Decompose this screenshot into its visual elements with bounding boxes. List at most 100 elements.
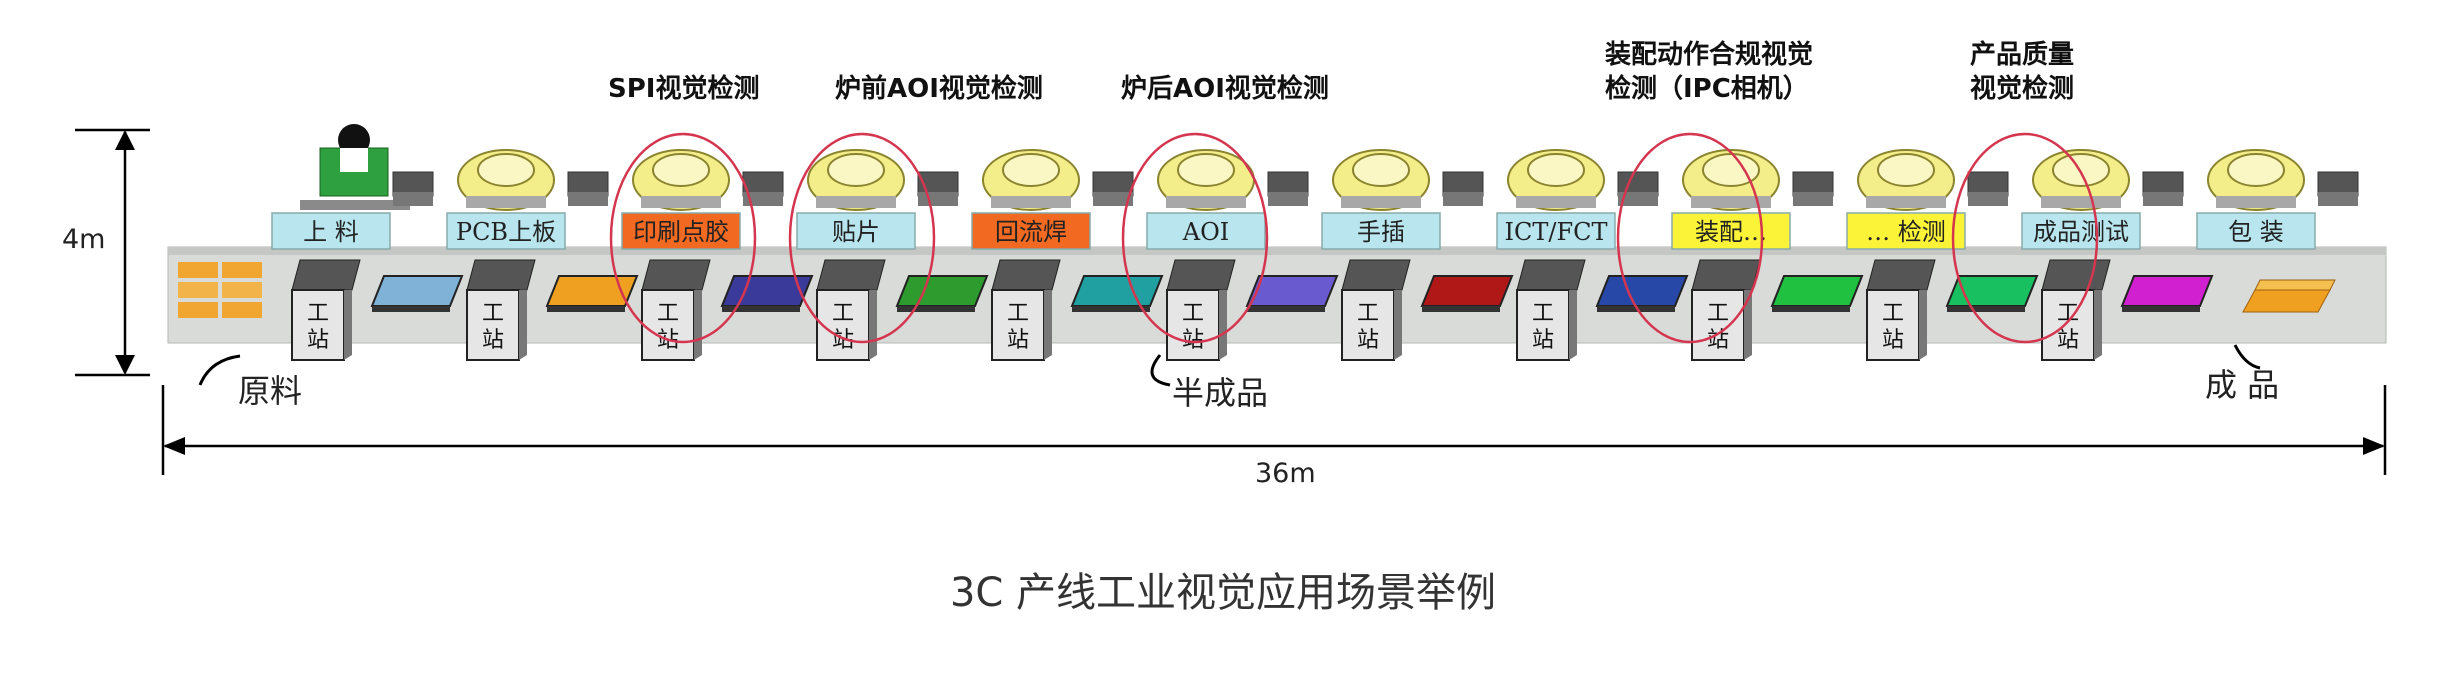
station-label: 回流焊 (995, 218, 1067, 246)
station-label: … 检测 (1866, 218, 1946, 246)
inspection-robot (2032, 149, 2130, 211)
workstation-label: 站 (1007, 328, 1029, 353)
inspection-robot (2207, 149, 2305, 211)
inspection-robot (807, 149, 905, 211)
pcb-board (720, 275, 814, 312)
pcb-board (1595, 275, 1689, 312)
pcb-board (1420, 275, 1514, 312)
workstation-label: 工 (2057, 301, 2079, 326)
callout-assembly: 装配动作合规视觉 检测（IPC相机） (1605, 38, 1813, 106)
monitor-stack (1267, 171, 1309, 206)
station-label: PCB上板 (456, 218, 556, 246)
inspection-highlight (1951, 132, 2099, 344)
inspection-robot (1507, 149, 1605, 211)
monitor-stack (2142, 171, 2184, 206)
callout-line: SPI视觉检测 (608, 74, 760, 104)
inspection-robot (457, 149, 555, 211)
pcb-board (370, 275, 464, 312)
workstation-label: 工 (657, 301, 679, 326)
workstation: 工站 (641, 259, 711, 361)
raw-material-label: 原料 (238, 372, 303, 410)
callout-quality: 产品质量 视觉检测 (1970, 38, 2074, 106)
workstation: 工站 (991, 259, 1061, 361)
height-label: 4m (62, 224, 106, 255)
monitor-stack (1967, 171, 2009, 206)
finished-product (2242, 279, 2336, 313)
workstation: 工站 (1866, 259, 1936, 361)
raw-arrow (198, 354, 241, 386)
callout-line: 炉前AOI视觉检测 (835, 74, 1043, 104)
station-label: 成品测试 (2033, 218, 2129, 246)
monitor-stack (567, 171, 609, 206)
inspection-robot (1857, 149, 1955, 211)
workstation: 工站 (466, 259, 536, 361)
workstation-label: 站 (1882, 328, 1904, 353)
workstation: 工站 (291, 259, 361, 361)
workstation-label: 工 (1357, 301, 1379, 326)
callout-line: 产品质量 (1970, 40, 2075, 70)
station-label: 上 料 (303, 218, 359, 246)
station-label: AOI (1182, 218, 1230, 246)
station-box (1846, 212, 1966, 250)
semi-finished-label: 半成品 (1172, 374, 1269, 412)
workstation-label: 工 (1532, 301, 1554, 326)
inspection-robot (1332, 149, 1430, 211)
callout-post-aoi: 炉后AOI视觉检测 (1121, 72, 1329, 106)
pcb-board (2120, 275, 2214, 312)
inspection-highlight (609, 132, 757, 344)
callout-line: 装配动作合规视觉 (1605, 40, 1814, 70)
station-label: ICT/FCT (1505, 218, 1608, 246)
workstation-label: 站 (1532, 328, 1554, 353)
workstation: 工站 (1341, 259, 1411, 361)
monitor-stack (917, 171, 959, 206)
station-label: 手插 (1357, 218, 1405, 246)
station-box (2021, 212, 2141, 250)
station-box (971, 212, 1091, 250)
callout-pre-aoi: 炉前AOI视觉检测 (835, 72, 1043, 106)
station-label: 包 装 (2228, 218, 2284, 246)
figure-caption: 3C 产线工业视觉应用场景举例 (949, 570, 1497, 616)
station-box (446, 212, 566, 250)
workstation-label: 工 (307, 301, 329, 326)
pcb-board (545, 275, 639, 312)
raw-material-stack (178, 262, 262, 318)
workstation: 工站 (1516, 259, 1586, 361)
workstation-label: 站 (2057, 328, 2079, 353)
semi-arrow (1150, 354, 1171, 387)
workstation-label: 站 (1357, 328, 1379, 353)
inspection-highlight (788, 132, 936, 344)
monitor-stack (2317, 171, 2359, 206)
monitor-stack (392, 171, 434, 206)
workstation-label: 工 (1707, 301, 1729, 326)
pcb-board (1245, 275, 1339, 312)
height-dimension (75, 128, 150, 377)
monitor-stack (1792, 171, 1834, 206)
workstation-label: 站 (1182, 328, 1204, 353)
station-box (1496, 212, 1616, 250)
pcb-board (1070, 275, 1164, 312)
monitor-stack (1442, 171, 1484, 206)
monitor-stack (1617, 171, 1659, 206)
inspection-robot (1157, 149, 1255, 211)
station-box (2196, 212, 2316, 250)
pcb-board (1945, 275, 2039, 312)
station-box (1671, 212, 1791, 250)
workstation-label: 站 (482, 328, 504, 353)
callout-line: 检测（IPC相机） (1605, 74, 1809, 104)
station-box (796, 212, 916, 250)
station-box (1146, 212, 1266, 250)
workstation-label: 工 (832, 301, 854, 326)
workstation-label: 站 (307, 328, 329, 353)
station-box (1321, 212, 1441, 250)
finished-label: 成 品 (2205, 366, 2280, 404)
finished-arrow (2233, 344, 2261, 370)
workstation-label: 工 (482, 301, 504, 326)
callout-line: 视觉检测 (1970, 74, 2075, 104)
workstation-label: 工 (1182, 301, 1204, 326)
inspection-robot (632, 149, 730, 211)
inspection-robot (1682, 149, 1780, 211)
pcb-board (1770, 275, 1864, 312)
workstation-label: 站 (1707, 328, 1729, 353)
